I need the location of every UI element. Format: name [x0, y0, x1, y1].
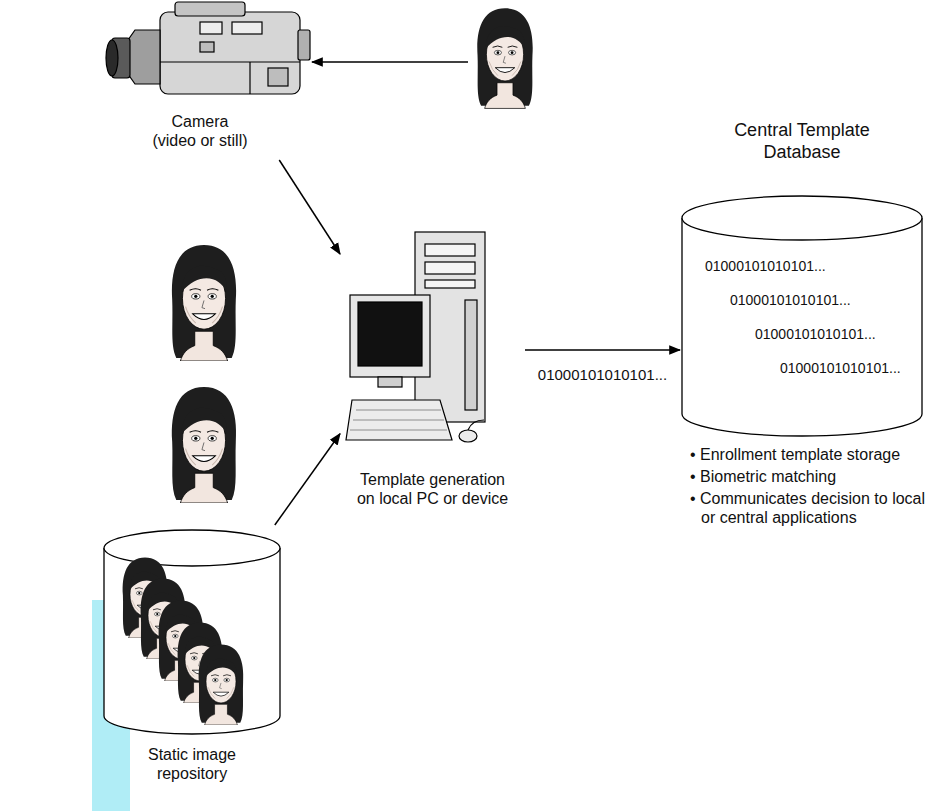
bullet-item: • Enrollment template storage: [690, 445, 928, 464]
bullet-item: • Communicates decision to local or cent…: [690, 489, 928, 527]
repository-node: Static image repository: [100, 525, 290, 811]
camera-node: Camera (video or still): [105, 0, 310, 160]
camera-label: Camera (video or still): [150, 112, 250, 150]
edge-label: 01000101010101...: [536, 366, 669, 383]
pc-label: Template generation on local PC or devic…: [350, 470, 515, 508]
binary-text: 01000101010101...: [780, 360, 915, 377]
binary-text: 01000101010101...: [730, 292, 865, 309]
database-title: Central Template Database: [732, 120, 872, 163]
binary-text: 01000101010101...: [755, 326, 890, 343]
binary-text: 01000101010101...: [705, 258, 840, 275]
database-node: Central Template Database 01000101010101.…: [680, 115, 930, 585]
bullet-item: • Biometric matching: [690, 467, 928, 486]
arrow-connector: [279, 160, 340, 254]
arrow-connector: [275, 434, 340, 525]
arrow-connector: [525, 349, 680, 351]
process-box: Template generation on local PC or devic…: [340, 225, 525, 515]
repository-label: Static image repository: [142, 745, 242, 783]
